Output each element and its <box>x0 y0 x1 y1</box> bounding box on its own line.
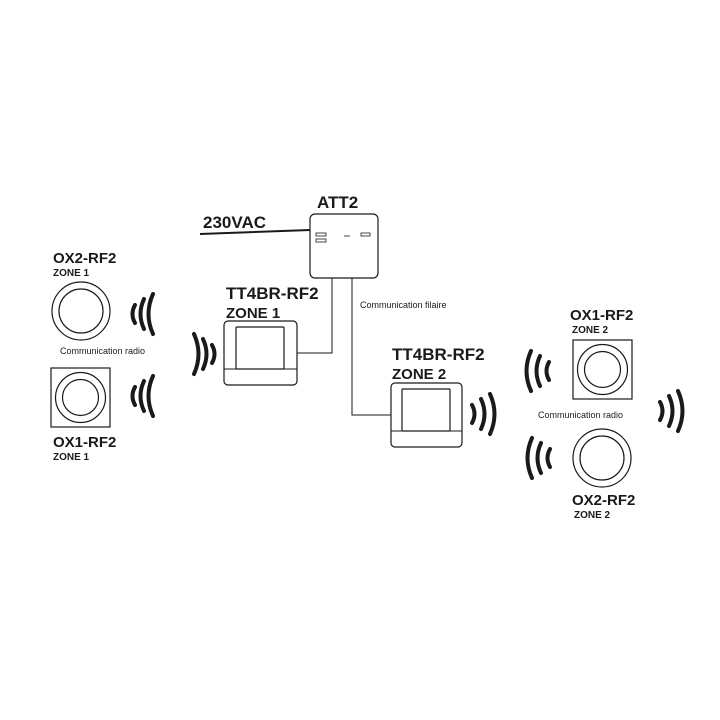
zone1-square-sensor-model: OX1-RF2 <box>53 434 116 451</box>
zone2-square-sensor-zone: ZONE 2 <box>572 325 609 336</box>
radio-wave-icon-zone2-square <box>524 349 551 393</box>
radio-wave-icon-zone2-right <box>658 389 685 433</box>
zone2-thermostat <box>390 382 463 448</box>
att2-label: ATT2 <box>317 193 358 212</box>
power-label: 230VAC <box>203 213 266 232</box>
radio-wave-icon-zone1-square <box>130 374 155 418</box>
radio-wave-icon-zone1-thermostat <box>192 332 217 376</box>
zone2-round-sensor-model: OX2-RF2 <box>572 492 635 509</box>
zone1-thermostat-model: TT4BR-RF2 <box>226 284 319 303</box>
zone1-square-sensor <box>50 367 111 428</box>
zone1-round-sensor-model: OX2-RF2 <box>53 250 116 267</box>
wired-communication-label: Communication filaire <box>360 300 447 310</box>
wire-zone2 <box>351 278 392 416</box>
radio-communication-label-right: Communication radio <box>538 410 623 420</box>
zone1-thermostat <box>223 320 298 386</box>
zone2-round-sensor-zone: ZONE 2 <box>574 510 611 521</box>
att2-led-2 <box>315 238 327 243</box>
zone2-square-sensor <box>572 339 633 400</box>
att2-led-3 <box>360 232 371 237</box>
zone1-round-sensor-zone: ZONE 1 <box>53 268 90 279</box>
zone2-square-sensor-model: OX1-RF2 <box>570 307 633 324</box>
zone2-thermostat-model: TT4BR-RF2 <box>392 345 485 364</box>
zone1-thermostat-zone: ZONE 1 <box>226 305 280 322</box>
radio-wave-icon-zone1-round <box>130 292 155 336</box>
wire-zone1 <box>297 278 333 354</box>
radio-communication-label-left: Communication radio <box>60 346 145 356</box>
power-line <box>199 229 311 235</box>
zone2-round-sensor <box>572 428 632 488</box>
zone1-round-sensor <box>51 281 111 341</box>
zone2-thermostat-zone: ZONE 2 <box>392 366 446 383</box>
att2-device <box>309 213 379 279</box>
radio-wave-icon-zone2-round <box>525 436 552 480</box>
att2-led-1 <box>315 232 327 237</box>
zone1-square-sensor-zone: ZONE 1 <box>53 452 90 463</box>
radio-wave-icon-zone2-thermostat <box>470 392 497 436</box>
